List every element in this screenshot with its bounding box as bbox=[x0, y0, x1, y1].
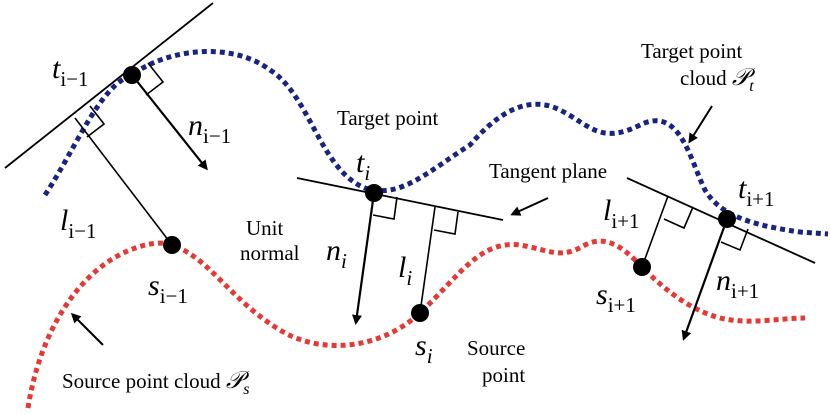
label-l-prev: li−1 bbox=[60, 204, 97, 243]
right-angle-marker-cur-source bbox=[433, 211, 459, 235]
unit-normal-label-line2: normal bbox=[240, 241, 300, 265]
label-l-cur: li bbox=[398, 251, 412, 290]
label-l-next: li+1 bbox=[603, 194, 640, 233]
source-point-cloud-label: Source point cloud 𝒫s bbox=[62, 368, 250, 398]
label-s-cur: si bbox=[415, 329, 433, 368]
label-s-next: si+1 bbox=[596, 278, 636, 317]
target-point-cloud-curve bbox=[42, 49, 829, 237]
normal-arrow-cur bbox=[352, 192, 376, 325]
source-point-next bbox=[633, 258, 651, 276]
tangent-plane-pointer-arrow bbox=[510, 197, 549, 216]
right-angle-marker-prev-source bbox=[86, 105, 106, 138]
source-point-prev bbox=[163, 236, 181, 254]
right-angle-marker-cur-target bbox=[372, 196, 398, 220]
tangent-plane-prev bbox=[4, 2, 214, 169]
right-angle-marker-next-target bbox=[720, 228, 749, 252]
target-point-cloud-label-line2: cloud 𝒫t bbox=[680, 65, 756, 95]
label-n-next: ni+1 bbox=[716, 264, 759, 303]
label-n-cur: ni bbox=[326, 234, 347, 273]
source-cloud-pointer-arrow bbox=[70, 312, 104, 346]
distance-line-next bbox=[641, 195, 669, 268]
source-point-cur bbox=[411, 304, 429, 322]
target-point-cloud-label-line1: Target point bbox=[641, 39, 743, 63]
distance-line-cur bbox=[419, 206, 436, 314]
label-t-prev: ti−1 bbox=[52, 52, 89, 91]
right-angle-marker-next-source bbox=[663, 206, 694, 230]
source-point-label-line2: point bbox=[482, 363, 525, 387]
normal-arrow-prev bbox=[131, 74, 208, 171]
target-cloud-pointer-arrow bbox=[688, 105, 713, 144]
target-point-next bbox=[718, 210, 736, 228]
label-t-cur: ti bbox=[356, 146, 370, 185]
source-point-label-line1: Source bbox=[467, 336, 525, 360]
distance-line-prev bbox=[74, 117, 173, 246]
tangent-plane-label: Tangent plane bbox=[489, 159, 607, 183]
right-angle-marker-prev-target bbox=[145, 62, 165, 96]
target-point-prev bbox=[123, 66, 141, 84]
unit-normal-label-line1: Unit bbox=[246, 216, 284, 240]
target-point-cur bbox=[365, 184, 383, 202]
normal-arrow-next bbox=[681, 218, 729, 341]
label-t-next: ti+1 bbox=[738, 172, 775, 211]
tangent-plane-cur bbox=[296, 177, 504, 221]
target-point-label: Target point bbox=[337, 106, 439, 130]
label-n-prev: ni−1 bbox=[188, 109, 231, 148]
label-s-prev: si−1 bbox=[148, 269, 188, 308]
